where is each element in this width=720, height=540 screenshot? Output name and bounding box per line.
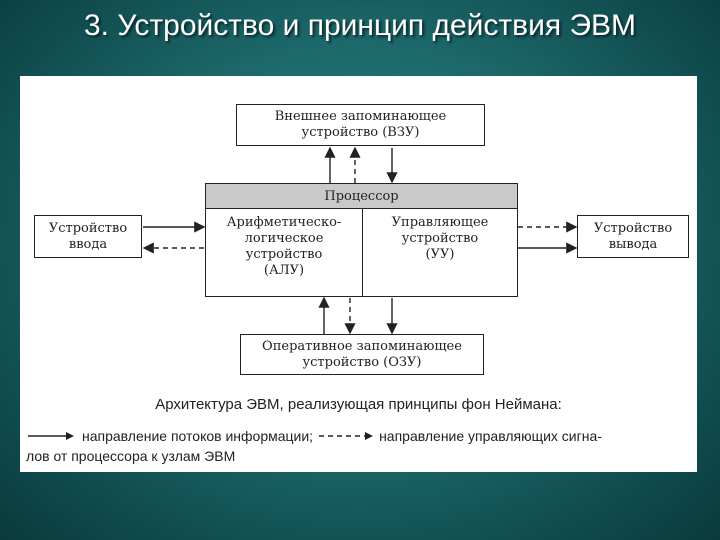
diagram-caption: Архитектура ЭВМ, реализующая принципы фо…	[155, 396, 562, 413]
input-device-label: Устройство ввода	[48, 220, 128, 252]
output-device-box: Устройство вывода	[577, 215, 689, 258]
diagram-panel: Внешнее запоминающее устройство (ВЗУ) Пр…	[20, 76, 697, 472]
external-memory-label: Внешнее запоминающее устройство (ВЗУ)	[274, 109, 447, 140]
processor-divider	[362, 209, 363, 296]
legend-dashed-text: направление управляющих сигна-	[379, 428, 602, 444]
solid-arrow-icon	[28, 432, 74, 440]
slide-title: 3. Устройство и принцип действия ЭВМ	[83, 9, 637, 42]
legend-row-2: лов от процессора к узлам ЭВМ	[26, 446, 691, 466]
dashed-arrow-icon	[319, 432, 374, 440]
legend: направление потоков информации; направле…	[26, 426, 691, 466]
input-device-box: Устройство ввода	[34, 215, 142, 258]
processor-header: Процессор	[206, 184, 517, 209]
connection-arrows	[142, 146, 578, 335]
main-memory-label: Оперативное запоминающее устройство (ОЗУ…	[262, 338, 462, 370]
processor-box: Процессор Арифметическо- логическое устр…	[205, 183, 518, 297]
main-memory-box: Оперативное запоминающее устройство (ОЗУ…	[240, 334, 484, 375]
legend-continuation-text: лов от процессора к узлам ЭВМ	[26, 448, 236, 464]
output-device-label: Устройство вывода	[593, 220, 673, 252]
legend-solid-text: направление потоков информации;	[82, 428, 314, 444]
external-memory-box: Внешнее запоминающее устройство (ВЗУ)	[236, 104, 485, 146]
cu-cell: Управляющее устройство (УУ)	[391, 215, 489, 262]
legend-row-1: направление потоков информации; направле…	[26, 426, 691, 446]
alu-cell: Арифметическо- логическое устройство (АЛ…	[226, 215, 342, 278]
